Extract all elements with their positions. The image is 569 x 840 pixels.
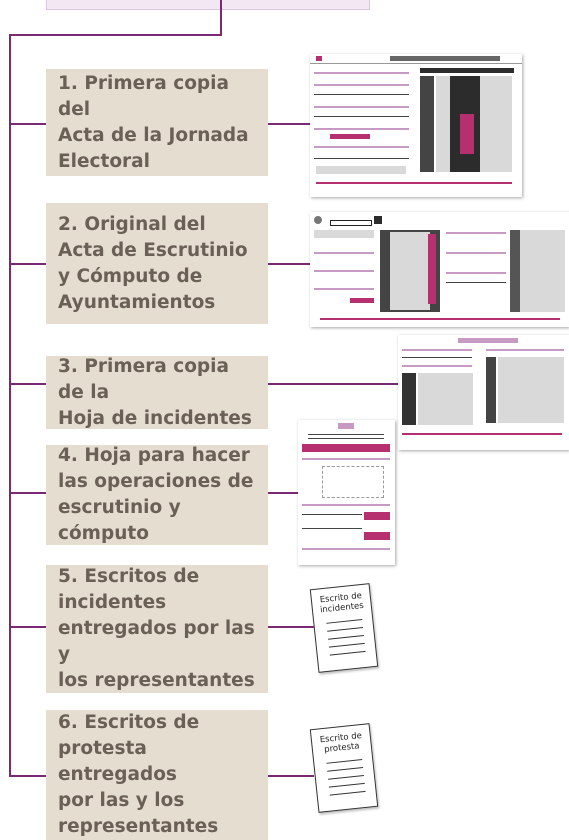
branch-5 xyxy=(9,626,46,628)
acta-escrutinio-thumbnail xyxy=(310,212,569,327)
step-box-3: 3. Primera copia de la Hoja de incidente… xyxy=(46,356,268,429)
step-label-6: 6. Escritos de protesta entregados por l… xyxy=(58,712,219,837)
branch-2 xyxy=(9,263,46,265)
connector-top-horizontal xyxy=(9,34,222,36)
step-label-1: 1. Primera copia del Acta de la Jornada … xyxy=(58,72,249,172)
doc-link-4 xyxy=(268,492,298,494)
hoja-incidentes-thumbnail xyxy=(398,335,569,450)
connector-top-vertical xyxy=(220,0,222,36)
step-box-1: 1. Primera copia del Acta de la Jornada … xyxy=(46,69,268,176)
doc-link-6 xyxy=(268,775,314,777)
step-label-2: 2. Original del Acta de Escrutinio y Cóm… xyxy=(58,213,248,313)
branch-6 xyxy=(9,775,46,777)
step-label-5: 5. Escritos de incidentes entregados por… xyxy=(58,566,255,691)
escrito-incidentes-sheet: Escrito de incidentes xyxy=(309,583,379,673)
doc-link-5 xyxy=(268,626,314,628)
escrito-protesta-sheet: Escrito de protesta xyxy=(309,723,379,813)
branch-1 xyxy=(9,123,46,125)
hoja-operaciones-thumbnail xyxy=(298,420,395,565)
connector-trunk xyxy=(9,34,11,777)
previous-step-box xyxy=(46,0,370,10)
escrito-protesta-title: Escrito de protesta xyxy=(319,730,363,755)
acta-jornada-thumbnail xyxy=(310,54,522,197)
doc-link-3 xyxy=(268,383,398,385)
branch-4 xyxy=(9,492,46,494)
step-box-2: 2. Original del Acta de Escrutinio y Cóm… xyxy=(46,203,268,324)
branch-3 xyxy=(9,383,46,385)
step-box-4: 4. Hoja para hacer las operaciones de es… xyxy=(46,445,268,545)
step-label-3: 3. Primera copia de la Hoja de incidente… xyxy=(58,355,252,429)
step-box-6: 6. Escritos de protesta entregados por l… xyxy=(46,710,268,840)
step-box-5: 5. Escritos de incidentes entregados por… xyxy=(46,565,268,693)
step-label-4: 4. Hoja para hacer las operaciones de es… xyxy=(58,445,254,544)
escrito-incidentes-title: Escrito de incidentes xyxy=(319,590,365,616)
doc-link-2 xyxy=(268,263,310,265)
doc-link-1 xyxy=(268,123,310,125)
